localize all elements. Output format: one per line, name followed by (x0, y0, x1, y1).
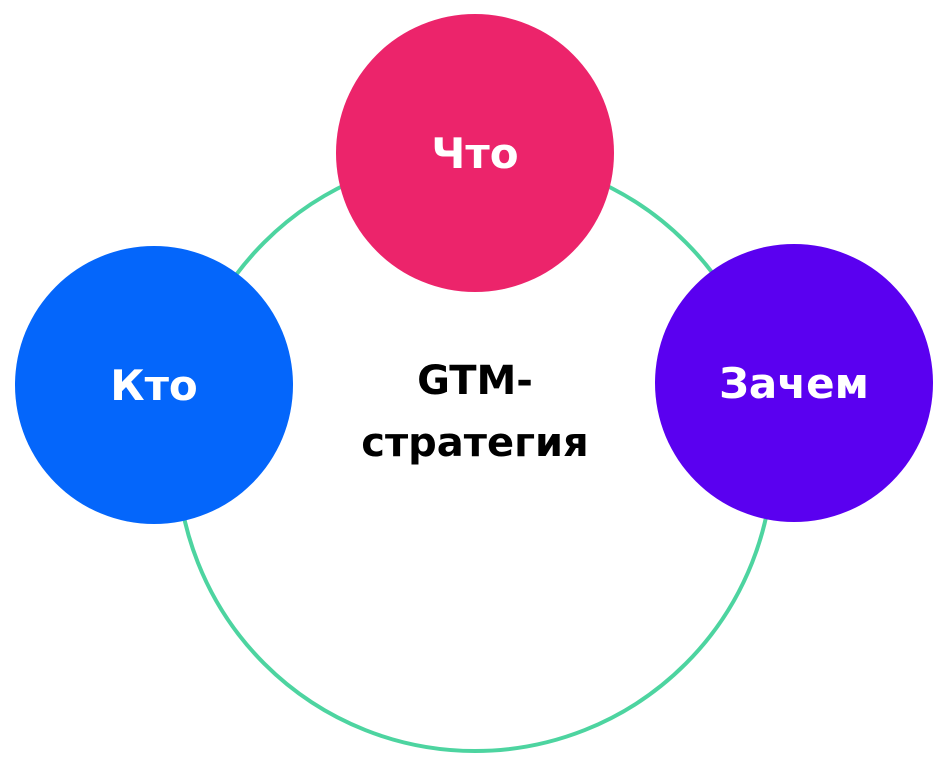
node-what-label: Что (431, 128, 519, 178)
node-who-label: Кто (110, 360, 198, 410)
center-title-line2: стратегия (361, 420, 589, 466)
node-what: Что (336, 14, 614, 292)
node-who: Кто (15, 246, 293, 524)
node-why: Зачем (655, 244, 933, 522)
center-title-line1: GTM- (417, 358, 533, 404)
node-why-label: Зачем (719, 358, 869, 408)
center-title: GTM- стратегия (300, 350, 650, 474)
